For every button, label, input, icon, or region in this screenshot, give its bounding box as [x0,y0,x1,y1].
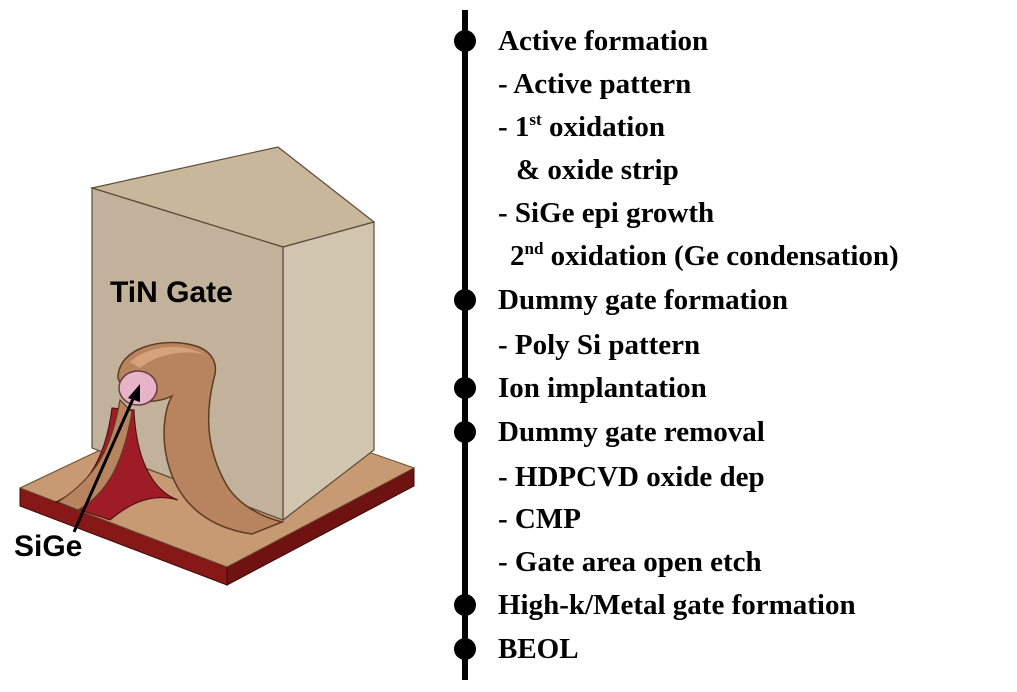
process-substep: - HDPCVD oxide dep [498,461,765,493]
sige-pointer-arrowhead [128,384,140,402]
step-text-pre: - 1 [498,111,530,143]
process-substep: - Active pattern [498,68,692,100]
timeline-dot [454,594,476,616]
timeline-dot [454,421,476,443]
process-substep: - 1st oxidation [498,110,665,144]
timeline-dot [454,638,476,660]
step-superscript: st [529,110,542,129]
sige-label: SiGe [14,530,82,563]
sige-pointer-line [72,391,138,533]
process-substep: - CMP [498,503,581,535]
step-superscript: nd [524,239,544,258]
timeline-line [462,10,468,680]
process-step: Dummy gate removal [498,416,765,448]
timeline-dot [454,30,476,52]
process-step: BEOL [498,633,579,665]
process-step: Active formation [498,25,709,57]
timeline-dot [454,289,476,311]
process-step: High-k/Metal gate formation [498,589,856,621]
step-text-pre: 2 [510,240,525,272]
process-step: Dummy gate formation [498,284,788,316]
step-text-post: oxidation (Ge condensation) [543,240,899,272]
process-substep: - Poly Si pattern [498,329,701,361]
timeline-dot [454,377,476,399]
device-illustration: TiN Gate SiGe [14,146,416,586]
fin-arch-highlight [130,346,206,368]
process-substep: - SiGe epi growth [498,197,715,229]
fin-arch [117,341,285,535]
process-substep: - Gate area open etch [498,546,762,578]
process-step: Ion implantation [498,372,707,404]
step-text-post: oxidation [541,111,665,143]
gate-label: TiN Gate [110,276,233,309]
process-substep: 2nd oxidation (Ge condensation) [510,239,899,273]
process-substep: & oxide strip [516,154,679,186]
